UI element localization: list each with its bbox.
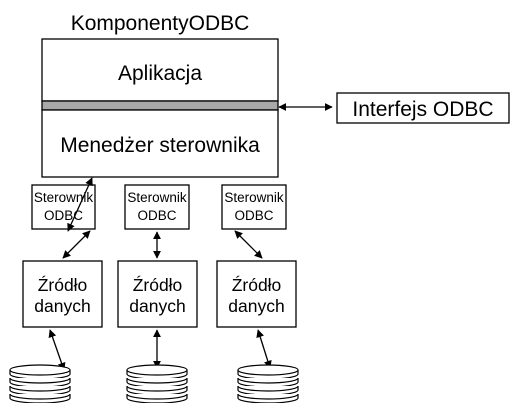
driver-label-1a: Sterownik: [34, 190, 94, 205]
driver-box-3: [221, 184, 287, 230]
column-2: Sterownik ODBC Źródło danych: [117, 184, 198, 403]
disk-stack-1: [9, 364, 71, 403]
driver-label-3a: Sterownik: [224, 190, 284, 205]
disk-stack-2: [126, 364, 188, 403]
source-to-storage-arrow-1: [48, 329, 66, 371]
column-3: Sterownik ODBC Źródło danych: [216, 184, 299, 403]
data-source-box-1: [22, 260, 103, 328]
application-box: [41, 38, 279, 102]
interface-box: [336, 92, 510, 124]
data-source-label-3a: Źródło: [232, 275, 282, 295]
driver-box-2: [124, 184, 190, 230]
interface-label: Interfejs ODBC: [352, 98, 493, 121]
interface-band: [41, 100, 279, 111]
source-to-storage-arrow-3: [256, 329, 272, 369]
data-source-label-2a: Źródło: [133, 275, 183, 295]
data-source-label-3b: danych: [228, 296, 284, 316]
data-source-label-1a: Źródło: [38, 275, 88, 295]
disk-stack-3: [237, 364, 299, 403]
driver-label-2b: ODBC: [137, 208, 176, 223]
manager-to-driver-arrow-1: [67, 177, 93, 232]
driver-manager-label: Menedżer sterownika: [60, 134, 260, 157]
data-source-label-1b: danych: [34, 296, 90, 316]
driver-label-2a: Sterownik: [127, 190, 187, 205]
data-source-label-2b: danych: [129, 296, 185, 316]
application-label: Aplikacja: [118, 62, 202, 85]
data-source-box-2: [117, 260, 198, 328]
driver-label-3b: ODBC: [234, 208, 273, 223]
driver-manager-box: [41, 109, 279, 178]
driver-to-source-arrow-3: [234, 230, 263, 259]
driver-to-source-arrow-1: [62, 230, 91, 259]
column-1: Sterownik ODBC Źródło danych: [9, 177, 103, 403]
data-source-box-3: [216, 260, 297, 328]
diagram-title: KomponentyODBC: [71, 12, 250, 35]
